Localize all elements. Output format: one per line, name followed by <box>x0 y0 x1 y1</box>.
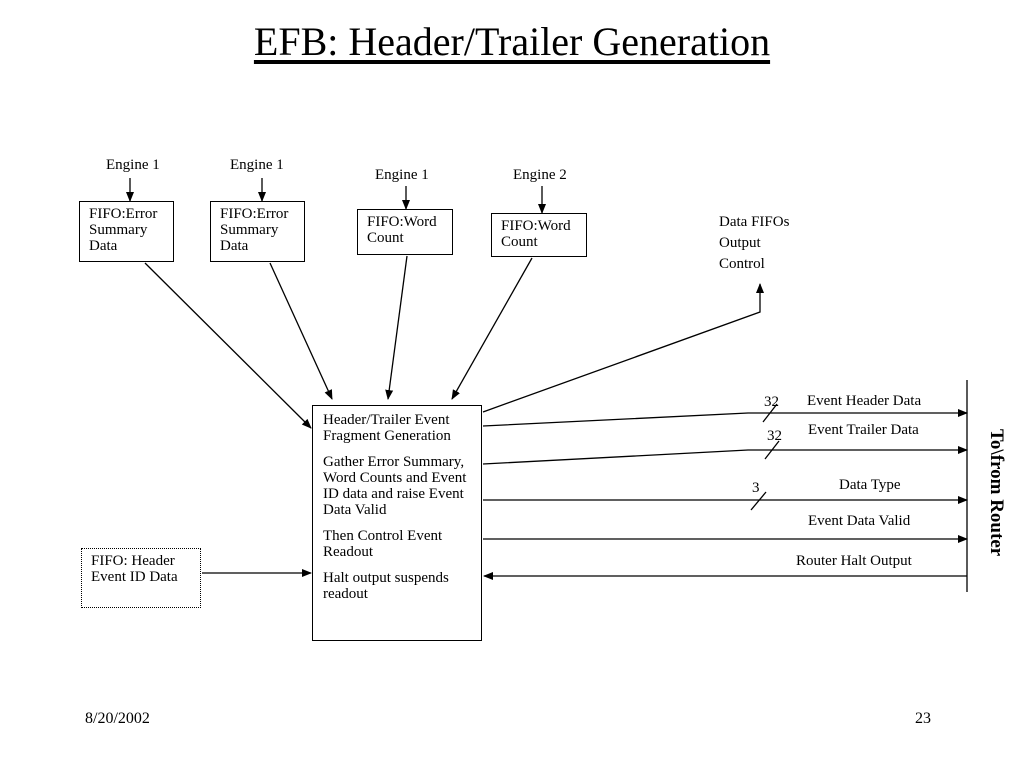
fifo-word-count-box-1: FIFO:Word Count <box>357 209 453 255</box>
event-header-data-line <box>482 409 968 427</box>
router-label: To\from Router <box>986 429 1007 557</box>
bus-slash-3 <box>750 491 767 511</box>
fifo3-to-main <box>385 255 408 400</box>
bus-slash-32-b <box>764 440 780 460</box>
fifo-error-summary-box-2: FIFO:Error Summary Data <box>210 201 305 262</box>
fifo2-to-main <box>269 262 333 400</box>
header-trailer-generation-block: Header/Trailer Event Fragment Generation… <box>312 405 482 641</box>
main-block-text-3: Then Control Event Readout <box>323 528 443 560</box>
fifo-word-count-label-2: FIFO:Word Count <box>501 218 571 250</box>
data-fifos-output-control-label: Data FIFOs Output Control <box>719 214 790 272</box>
slide-title: EFB: Header/Trailer Generation <box>253 19 771 64</box>
engine-label-3: Engine 1 <box>375 167 429 183</box>
bus-width-label-trailer: 32 <box>767 428 782 444</box>
event-trailer-data-label: Event Trailer Data <box>808 422 919 438</box>
fifo-error-summary-label-2: FIFO:Error Summary Data <box>220 206 289 254</box>
bus-slash-32-a <box>762 403 778 423</box>
main-to-data-fifos-control <box>482 283 764 413</box>
fifo-error-summary-label-1: FIFO:Error Summary Data <box>89 206 158 254</box>
event-trailer-data-line <box>482 446 968 465</box>
engine-label-1: Engine 1 <box>106 157 160 173</box>
fifo-header-event-id-box: FIFO: Header Event ID Data <box>81 548 201 608</box>
fifo-word-count-label-1: FIFO:Word Count <box>367 214 437 246</box>
bus-width-label-header: 32 <box>764 394 779 410</box>
fifo-word-count-box-2: FIFO:Word Count <box>491 213 587 257</box>
bus-width-label-data-type: 3 <box>752 480 760 496</box>
main-block-text-4: Halt output suspends readout <box>323 570 449 602</box>
engine-label-4: Engine 2 <box>513 167 567 183</box>
page-number: 23 <box>915 710 931 727</box>
event-header-data-label: Event Header Data <box>807 393 922 409</box>
data-type-label: Data Type <box>839 477 901 493</box>
main-block-text-2: Gather Error Summary, Word Counts and Ev… <box>323 454 467 518</box>
router-halt-output-label: Router Halt Output <box>796 553 912 569</box>
main-block-text-1: Header/Trailer Event Fragment Generation <box>323 412 451 444</box>
fifo4-to-main <box>451 257 533 400</box>
footer-date: 8/20/2002 <box>85 710 150 727</box>
fifo-error-summary-box-1: FIFO:Error Summary Data <box>79 201 174 262</box>
fifo1-to-main <box>144 262 312 429</box>
engine-label-2: Engine 1 <box>230 157 284 173</box>
fifo-header-event-id-label: FIFO: Header Event ID Data <box>91 553 178 585</box>
event-data-valid-label: Event Data Valid <box>808 513 911 529</box>
